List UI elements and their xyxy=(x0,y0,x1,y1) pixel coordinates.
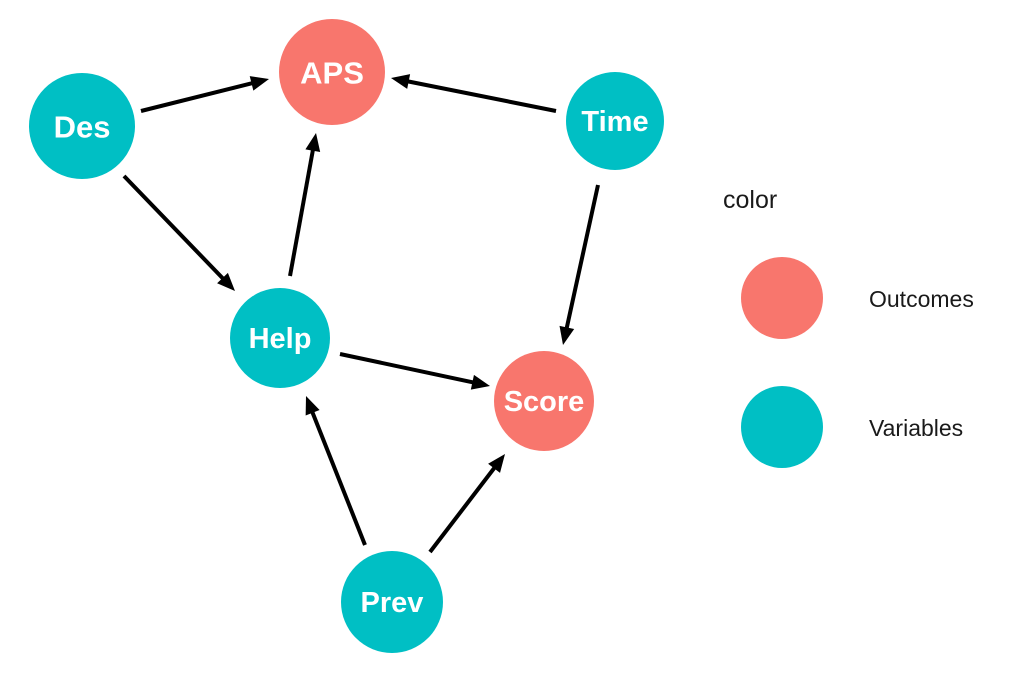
arrow-head-icon xyxy=(470,374,490,390)
legend-title: color xyxy=(723,186,777,214)
edge-shaft xyxy=(428,464,498,554)
node-score[interactable]: Score xyxy=(494,351,594,451)
edge-time-to-aps xyxy=(391,74,557,113)
edge-shaft xyxy=(564,184,600,331)
arrow-head-icon xyxy=(391,74,411,89)
legend-item-outcomes[interactable]: Outcomes xyxy=(741,257,974,339)
edge-shaft xyxy=(339,352,476,385)
edge-time-to-score xyxy=(559,184,600,345)
node-label: Score xyxy=(504,386,585,418)
arrow-head-icon xyxy=(559,325,575,345)
node-label: Help xyxy=(249,323,312,355)
node-circle[interactable] xyxy=(341,551,443,653)
arrow-head-icon xyxy=(488,454,505,473)
arrow-head-icon xyxy=(249,76,269,91)
node-circle[interactable] xyxy=(494,351,594,451)
legend-swatch-icon xyxy=(741,386,823,468)
edges-layer xyxy=(122,74,600,554)
node-circle[interactable] xyxy=(279,19,385,125)
arrow-head-icon xyxy=(305,396,320,416)
node-time[interactable]: Time xyxy=(566,72,664,170)
node-des[interactable]: Des xyxy=(29,73,135,179)
legend-item-label: Outcomes xyxy=(869,286,974,312)
node-label: Prev xyxy=(361,587,424,619)
edge-des-to-help xyxy=(122,174,235,291)
arrow-head-icon xyxy=(217,272,235,291)
edge-help-to-score xyxy=(339,352,490,390)
edge-help-to-aps xyxy=(288,133,321,277)
edge-prev-to-score xyxy=(428,454,505,554)
node-circle[interactable] xyxy=(230,288,330,388)
edge-shaft xyxy=(122,174,226,282)
edge-prev-to-help xyxy=(305,396,367,546)
node-circle[interactable] xyxy=(566,72,664,170)
node-label: Des xyxy=(54,110,111,145)
legend-item-label: Variables xyxy=(869,415,963,441)
node-help[interactable]: Help xyxy=(230,288,330,388)
edge-shaft xyxy=(309,409,367,546)
edge-des-to-aps xyxy=(140,76,269,113)
edge-shaft xyxy=(288,147,316,277)
edge-shaft xyxy=(140,80,255,113)
node-aps[interactable]: APS xyxy=(279,19,385,125)
node-label: APS xyxy=(300,56,364,91)
edge-shaft xyxy=(405,79,557,113)
node-label: Time xyxy=(581,106,648,138)
legend-item-variables[interactable]: Variables xyxy=(741,386,963,468)
legend-swatch-icon xyxy=(741,257,823,339)
node-prev[interactable]: Prev xyxy=(341,551,443,653)
arrow-head-icon xyxy=(305,133,321,153)
node-circle[interactable] xyxy=(29,73,135,179)
